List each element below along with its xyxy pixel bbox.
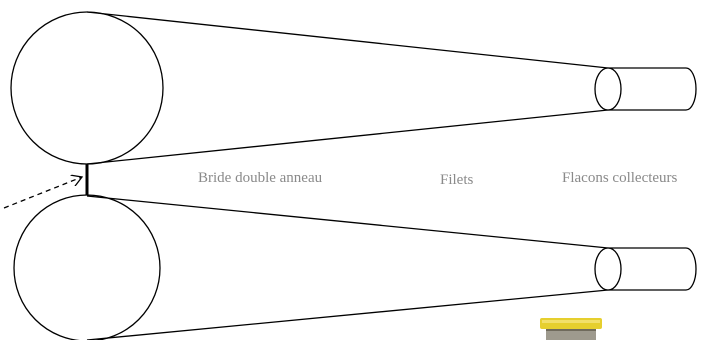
lower-net bbox=[13, 194, 697, 340]
upper-net bbox=[10, 11, 697, 165]
lower-ring bbox=[13, 194, 161, 340]
upper-net-top-edge bbox=[86, 11, 609, 69]
tow-arrow bbox=[3, 177, 82, 209]
collector-jar-photo bbox=[540, 318, 602, 340]
lower-net-bottom-edge bbox=[86, 289, 609, 340]
lower-collector-bottle bbox=[594, 247, 697, 291]
collectors-label: Flacons collecteurs bbox=[562, 170, 678, 186]
upper-ring bbox=[10, 11, 164, 165]
lower-net-top-edge bbox=[86, 195, 609, 249]
upper-collector-bottle bbox=[594, 67, 697, 111]
bridle-label: Bride double anneau bbox=[198, 170, 323, 186]
upper-net-bottom-edge bbox=[86, 109, 609, 165]
nets-label: Filets bbox=[440, 172, 474, 188]
